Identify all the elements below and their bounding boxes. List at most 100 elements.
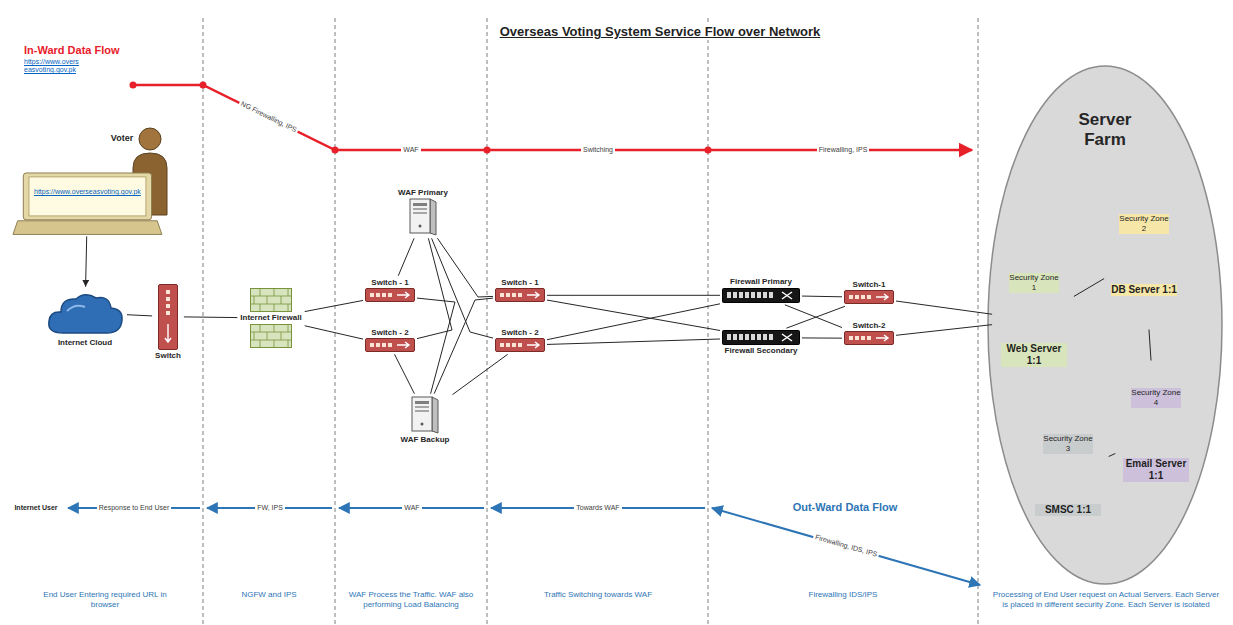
network-link [305, 300, 363, 311]
server-icon-part [418, 225, 421, 228]
switch-icon-part [370, 343, 374, 347]
device-label: WAF Backup [400, 435, 451, 445]
voter-figure-part [139, 128, 161, 150]
network-link [417, 298, 455, 394]
flow-label: Firewalling, IPS [817, 146, 870, 154]
firewall-icon [722, 288, 800, 303]
firewall-node: Internet Firewall [237, 286, 304, 350]
server-icon-part [413, 203, 427, 206]
switch-icon-part [397, 342, 409, 348]
device-label: WAF Primary [397, 188, 449, 198]
device-label: Firewall Primary [729, 277, 793, 287]
firewall-icon-part [782, 292, 792, 299]
flow-label: NG Firewalling, IPS [238, 99, 300, 135]
firewall-icon-part [757, 292, 761, 298]
switch-icon-part [527, 292, 539, 298]
flow-label: Switching [581, 146, 615, 154]
network-link [547, 295, 720, 296]
switch-icon [844, 331, 894, 345]
switch-icon-part [845, 332, 894, 345]
step-description: NGFW and IPS [212, 590, 326, 600]
switch-icon-part [388, 343, 392, 347]
switch-icon-part [861, 336, 865, 340]
cloud-icon-part [67, 305, 85, 310]
switch-icon-part [159, 284, 178, 349]
device-label: Switch - 1 [370, 278, 409, 288]
zone-divider-part [335, 18, 336, 625]
switch-icon-part [166, 304, 170, 308]
firewall-icon-part [733, 292, 737, 298]
network-link [127, 315, 152, 316]
switch-icon-part [849, 295, 853, 299]
step-description: Traffic Switching towards WAF [521, 590, 675, 600]
firewall-icon-part [757, 334, 761, 340]
switch-icon [495, 338, 545, 352]
flow-label: WAF [402, 504, 421, 512]
server-icon-part [430, 199, 436, 235]
switch-icon-part [506, 343, 510, 347]
laptop-icon-part [29, 177, 146, 216]
firewall-icon-part [751, 292, 755, 298]
switch-icon-part [855, 295, 859, 299]
switch-icon-part [366, 289, 415, 302]
firewall-icon-part [782, 334, 792, 341]
step-description: End User Entering required URL in browse… [28, 590, 182, 609]
firewall-icon [250, 288, 292, 312]
step-description: Firewalling IDS/IPS [766, 590, 920, 600]
firewall-icon-part [723, 288, 800, 302]
server-icon [411, 396, 439, 434]
network-link [184, 316, 237, 318]
switch-icon-part [166, 290, 170, 294]
network-link [786, 306, 845, 328]
device-label: Switch - 2 [370, 328, 409, 338]
switch-icon [844, 290, 894, 304]
server-icon-part [412, 397, 432, 431]
zone-divider [203, 18, 978, 625]
server-icon-part [410, 199, 430, 233]
server-icon-part [413, 208, 427, 210]
device-label: Switch - 1 [500, 278, 539, 288]
firewall-icon-part [769, 292, 773, 298]
device-label: Switch [154, 351, 182, 361]
firewall-icon-part [739, 334, 743, 340]
flow-label: FW, IPS [255, 504, 285, 512]
switch-icon-part [855, 336, 859, 340]
cloud-icon-part [49, 294, 122, 332]
server-icon-part [415, 406, 429, 408]
zone-text: Security Zone 1 [1009, 273, 1059, 292]
zone-text: Security Zone 4 [1131, 388, 1181, 407]
zone-divider-part [708, 18, 709, 625]
switch-icon-part [845, 291, 894, 304]
flow-label: https://www.overseasvoting.gov.pk [22, 58, 84, 75]
switch-icon-part [496, 339, 545, 352]
firewall-icon [250, 324, 292, 348]
inward-flow-arrow-part [705, 147, 712, 154]
switch-icon-part [867, 336, 871, 340]
firewall-icon-part [733, 334, 737, 340]
switch-node: Switch - 1 [493, 276, 547, 305]
switch-icon-part [527, 342, 539, 348]
flow-label: Response to End User [97, 504, 171, 512]
firewall-icon-part [769, 334, 773, 340]
flow-label: Firewalling, IDS, IPS [812, 533, 880, 560]
device-label: Firewall Secondary [724, 346, 799, 356]
server-icon-part [432, 397, 438, 433]
zone-divider-part [203, 18, 204, 625]
outward-flow-arrow-part [712, 508, 980, 585]
firewall-icon-part [763, 292, 767, 298]
switch-node: Switch-1 [842, 278, 896, 307]
zone-text: Security Zone 2 [1119, 214, 1169, 233]
zone-divider-part [487, 18, 488, 625]
inward-flow-arrow-part [484, 147, 491, 154]
flow-label: Internet User [12, 504, 59, 512]
zone-text: SMSC 1:1 [1035, 504, 1101, 516]
firewall-icon-part [763, 334, 767, 340]
laptop-node: https://www.overseasvoting.gov.pk [12, 172, 163, 236]
switch-icon-part [500, 343, 504, 347]
switch-icon [158, 284, 178, 350]
network-link [437, 238, 493, 297]
switch-icon-part [496, 289, 545, 302]
device-label: Internet Cloud [57, 338, 113, 348]
switch-icon-part [366, 339, 415, 352]
flow-label: Out-Ward Data Flow [791, 501, 900, 514]
